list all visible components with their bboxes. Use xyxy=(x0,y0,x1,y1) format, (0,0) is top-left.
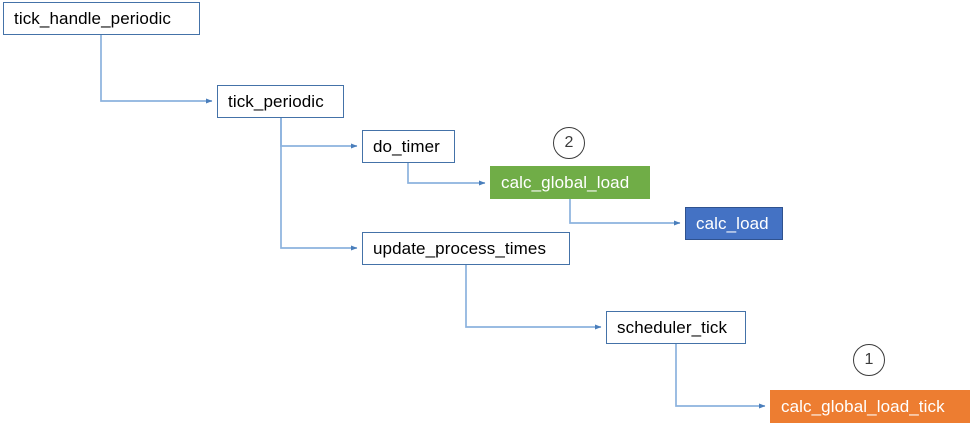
node-label: tick_handle_periodic xyxy=(14,9,171,28)
node-label: calc_global_load xyxy=(501,173,630,192)
node-scheduler-tick[interactable]: scheduler_tick xyxy=(606,311,746,344)
node-calc-global-load-tick[interactable]: calc_global_load_tick xyxy=(770,390,970,423)
edge-update-process-times-to-scheduler-tick xyxy=(465,265,602,330)
step-marker-2: 2 xyxy=(553,127,585,159)
step-marker-label: 2 xyxy=(564,134,574,151)
step-marker-1: 1 xyxy=(853,344,885,376)
edge-calc-global-load-to-calc-load xyxy=(569,199,681,226)
edge-scheduler-tick-to-calc-global-load-tick xyxy=(675,344,766,409)
edge-do-timer-to-calc-global-load xyxy=(407,163,486,186)
node-label: scheduler_tick xyxy=(617,318,728,337)
node-label: tick_periodic xyxy=(228,92,324,111)
edge-tick-periodic-to-do-timer xyxy=(280,118,358,149)
edge-tick-handle-periodic-to-tick-periodic xyxy=(100,35,213,104)
node-tick-handle-periodic[interactable]: tick_handle_periodic xyxy=(3,2,200,35)
step-marker-label: 1 xyxy=(864,351,874,368)
node-label: calc_load xyxy=(696,214,769,233)
node-calc-global-load[interactable]: calc_global_load xyxy=(490,166,650,199)
node-label: update_process_times xyxy=(373,239,547,258)
node-do-timer[interactable]: do_timer xyxy=(362,130,455,163)
node-calc-load[interactable]: calc_load xyxy=(685,207,783,240)
node-update-process-times[interactable]: update_process_times xyxy=(362,232,570,265)
node-tick-periodic[interactable]: tick_periodic xyxy=(217,85,344,118)
edge-tick-periodic-to-update-process-times xyxy=(280,118,358,251)
node-label: do_timer xyxy=(373,137,440,156)
node-label: calc_global_load_tick xyxy=(781,397,945,416)
